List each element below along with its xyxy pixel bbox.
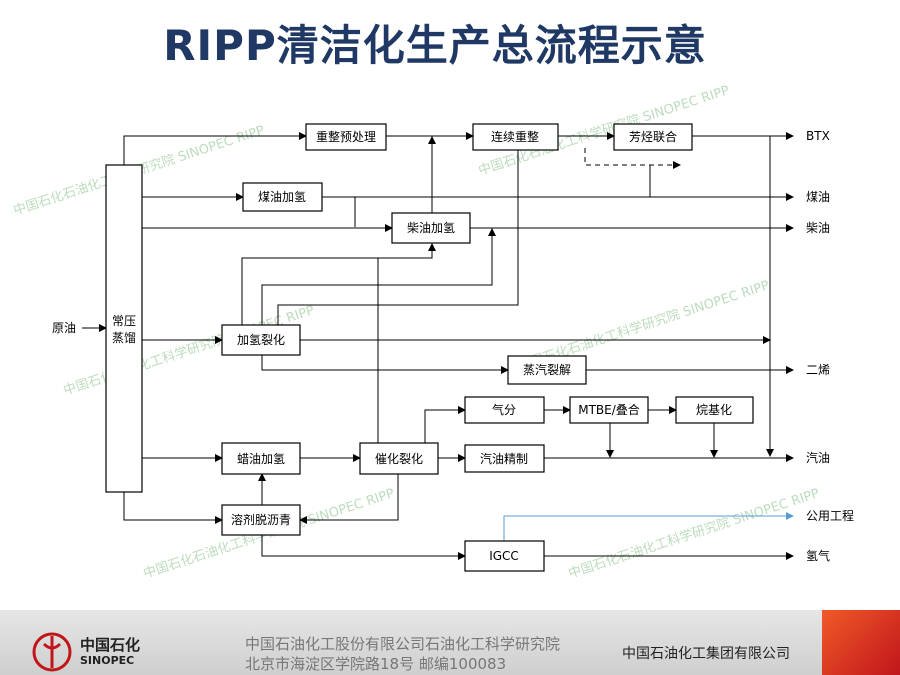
footer-institute: 中国石油化工股份有限公司石油化工科学研究院	[245, 635, 561, 653]
unit-label: 气分	[492, 402, 516, 417]
unit-steam-cracking: 蒸汽裂解	[507, 355, 587, 385]
unit-label: 蒸汽裂解	[523, 362, 571, 377]
product-kerosene: 煤油	[806, 190, 830, 204]
product-utilities: 公用工程	[806, 508, 854, 523]
unit-label: 芳烃联合	[629, 129, 677, 144]
unit-reform-pretreat: 重整预处理	[305, 123, 387, 151]
unit-label: 加氢裂化	[237, 332, 285, 347]
unit-alkylation: 烷基化	[675, 396, 754, 424]
unit-fcc: 催化裂化	[359, 442, 439, 475]
unit-label: 柴油加氢	[407, 220, 455, 235]
unit-label: 催化裂化	[375, 452, 423, 466]
logo-text-en: SINOPEC	[80, 654, 135, 667]
unit-igcc: IGCC	[464, 540, 545, 572]
unit-label: 溶剂脱沥青	[231, 512, 291, 527]
unit-kerosene-ht: 煤油加氢	[242, 182, 323, 212]
footer-address: 北京市海淀区学院路18号 邮编100083	[245, 655, 507, 673]
unit-label: 常压蒸馏	[112, 314, 136, 345]
unit-label: 重整预处理	[316, 129, 376, 144]
unit-label: 煤油加氢	[258, 189, 306, 204]
unit-gasoline-refining: 汽油精制	[464, 444, 545, 473]
unit-aromatics: 芳烃联合	[613, 123, 693, 151]
product-hydrogen: 氢气	[806, 548, 830, 563]
unit-continuous-reform: 连续重整	[472, 123, 559, 151]
product-gasoline: 汽油	[806, 450, 830, 465]
footer-bar: 中国石化 SINOPEC 中国石油化工股份有限公司石油化工科学研究院 北京市海淀…	[0, 610, 900, 675]
unit-atm-distillation: 常压蒸馏	[105, 164, 143, 493]
product-diesel: 柴油	[806, 221, 830, 235]
unit-label: MTBE/叠合	[578, 402, 640, 417]
footer-group: 中国石油化工集团有限公司	[622, 646, 790, 662]
unit-label: 连续重整	[491, 129, 539, 144]
product-olefins: 二烯	[806, 363, 830, 377]
input-label-crude: 原油	[52, 321, 76, 335]
sinopec-logo-icon	[32, 632, 72, 672]
unit-label: 汽油精制	[480, 451, 528, 466]
unit-hydrocracking: 加氢裂化	[221, 324, 301, 356]
logo-text-cn: 中国石化	[80, 636, 141, 654]
unit-wax-oil-ht: 蜡油加氢	[221, 442, 301, 475]
footer-accent-bar	[822, 610, 900, 675]
flow-lines	[82, 132, 794, 560]
page-title: RIPP清洁化生产总流程示意	[163, 21, 707, 70]
unit-mtbe: MTBE/叠合	[569, 396, 649, 424]
unit-gas-separation: 气分	[464, 396, 545, 424]
unit-label: 蜡油加氢	[237, 451, 285, 466]
unit-diesel-ht: 柴油加氢	[391, 212, 471, 244]
unit-solvent-deasphalting: 溶剂脱沥青	[221, 504, 301, 536]
product-btx: BTX	[806, 129, 830, 143]
watermark-text: 中国石化石油化工科学研究院 SINOPEC RIPP	[566, 485, 821, 582]
unit-label: 烷基化	[696, 403, 732, 417]
unit-label: IGCC	[489, 549, 519, 563]
process-flow-diagram: 中国石化石油化工科学研究院 SINOPEC RIPP 中国石化石油化工科学研究院…	[11, 82, 854, 582]
